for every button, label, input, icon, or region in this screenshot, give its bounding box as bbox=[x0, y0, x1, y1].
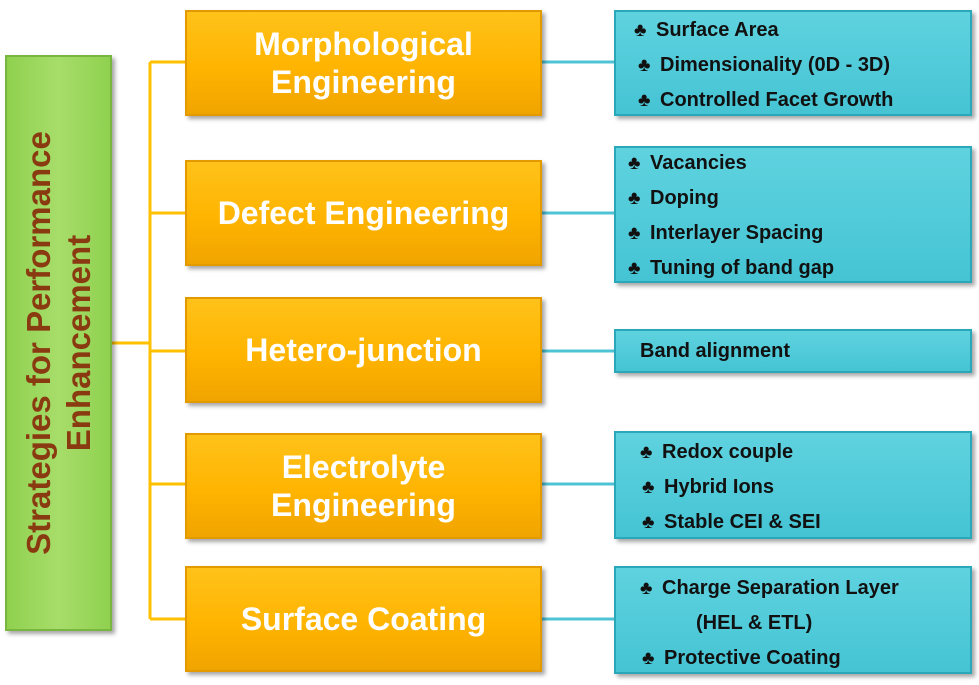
strategy-surface-coating: Surface Coating bbox=[185, 566, 542, 672]
details-hetero-junction: Band alignment bbox=[614, 329, 972, 373]
details-morphological-engineering: ♣Surface Area ♣Dimensionality (0D - 3D) … bbox=[614, 10, 972, 116]
strategy-defect-engineering: Defect Engineering bbox=[185, 160, 542, 266]
club-bullet-icon: ♣ bbox=[640, 578, 653, 599]
root-node: Strategies for Performance Enhancement bbox=[5, 55, 112, 631]
club-bullet-icon: ♣ bbox=[628, 223, 641, 244]
detail-item: ♣Charge Separation Layer bbox=[640, 577, 899, 599]
strategy-label-line: Engineering bbox=[271, 64, 456, 100]
details-surface-coating: ♣Charge Separation Layer (HEL & ETL) ♣Pr… bbox=[614, 566, 972, 674]
detail-item: ♣Controlled Facet Growth bbox=[638, 89, 894, 111]
detail-item: ♣Vacancies bbox=[628, 152, 747, 174]
detail-item: Band alignment bbox=[640, 340, 791, 362]
details-defect-engineering: ♣Vacancies ♣Doping ♣Interlayer Spacing ♣… bbox=[614, 146, 972, 283]
detail-item: ♣Tuning of band gap bbox=[628, 257, 835, 279]
strategy-label-line: Hetero-junction bbox=[245, 332, 482, 368]
detail-item: ♣Protective Coating bbox=[642, 647, 841, 669]
club-bullet-icon: ♣ bbox=[642, 477, 655, 498]
club-bullet-icon: ♣ bbox=[640, 442, 653, 463]
club-bullet-icon: ♣ bbox=[628, 258, 641, 279]
club-bullet-icon: ♣ bbox=[642, 512, 655, 533]
detail-item: (HEL & ETL) bbox=[696, 612, 813, 634]
club-bullet-icon: ♣ bbox=[642, 648, 655, 669]
detail-item: ♣Interlayer Spacing bbox=[628, 222, 824, 244]
club-bullet-icon: ♣ bbox=[628, 188, 641, 209]
details-electrolyte-engineering: ♣Redox couple ♣Hybrid Ions ♣Stable CEI &… bbox=[614, 431, 972, 539]
strategy-label-line: Morphological bbox=[254, 26, 473, 62]
club-bullet-icon: ♣ bbox=[638, 90, 651, 111]
detail-item: ♣Dimensionality (0D - 3D) bbox=[638, 54, 891, 76]
strategy-label-line: Defect Engineering bbox=[217, 195, 510, 231]
strategy-electrolyte-engineering: Electrolyte Engineering bbox=[185, 433, 542, 539]
detail-item: ♣Surface Area bbox=[634, 19, 779, 41]
club-bullet-icon: ♣ bbox=[628, 153, 641, 174]
strategy-label-line: Engineering bbox=[271, 487, 456, 523]
root-label-line: Enhancement bbox=[59, 234, 97, 452]
strategy-morphological-engineering: Morphological Engineering bbox=[185, 10, 542, 116]
detail-item: ♣Redox couple bbox=[640, 441, 794, 463]
club-bullet-icon: ♣ bbox=[638, 55, 651, 76]
root-label-line: Strategies for Performance bbox=[19, 131, 57, 555]
detail-item: ♣Stable CEI & SEI bbox=[642, 511, 821, 533]
club-bullet-icon: ♣ bbox=[634, 20, 647, 41]
strategy-label-line: Surface Coating bbox=[240, 601, 487, 637]
detail-item: ♣Doping bbox=[628, 187, 719, 209]
strategy-label-line: Electrolyte bbox=[281, 449, 446, 485]
root-label: Strategies for Performance Enhancement bbox=[19, 63, 99, 623]
strategy-hetero-junction: Hetero-junction bbox=[185, 297, 542, 403]
detail-item: ♣Hybrid Ions bbox=[642, 476, 775, 498]
